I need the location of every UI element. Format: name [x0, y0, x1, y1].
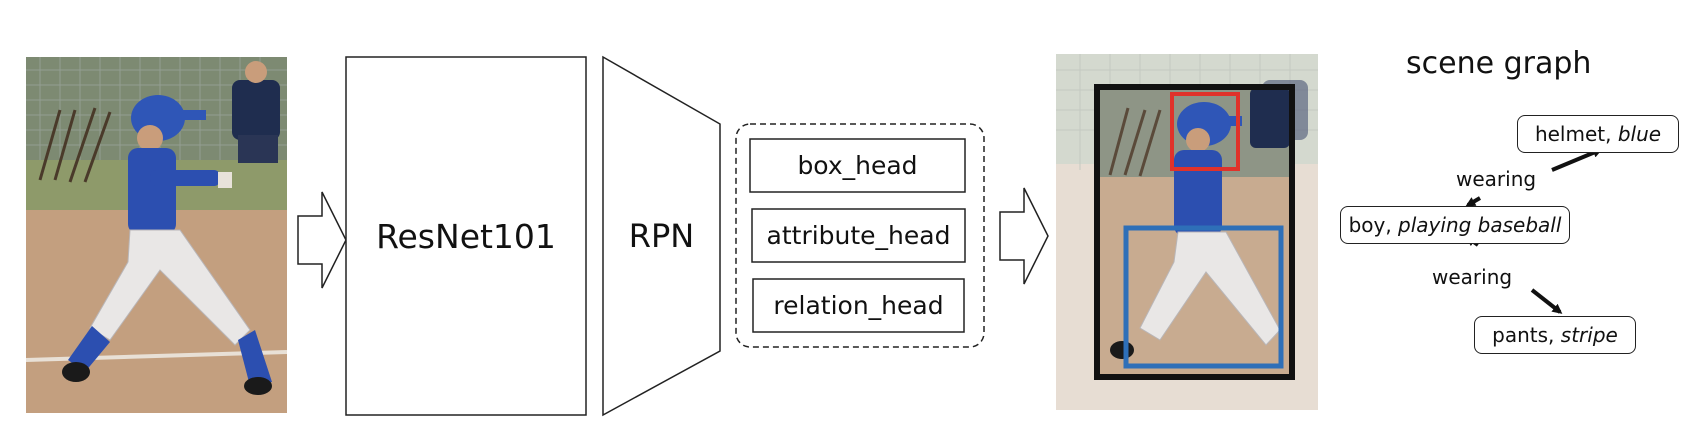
- attribute-head-label: attribute_head: [766, 221, 951, 250]
- person-bbox: [1094, 84, 1295, 380]
- rpn-trapezoid: [602, 55, 721, 417]
- node-pants-name: pants,: [1492, 323, 1555, 347]
- relation-head-rect: [752, 278, 965, 333]
- scene-graph-title: scene graph: [1406, 46, 1592, 81]
- box-head-rect: [749, 138, 966, 193]
- edge-arrow-bottom-2: [1530, 288, 1563, 314]
- box-head-label: box_head: [797, 151, 918, 180]
- helmet-bbox: [1170, 92, 1240, 171]
- node-helmet-name: helmet,: [1534, 122, 1612, 146]
- edge-label-bottom: wearing: [1432, 265, 1513, 289]
- input-photo: [26, 57, 287, 413]
- node-helmet: helmet, blue: [1517, 115, 1679, 153]
- rpn-label: RPN: [628, 217, 695, 255]
- resnet101-label: ResNet101: [376, 216, 556, 256]
- edge-label-top: wearing: [1456, 167, 1537, 191]
- hollow-arrow-2: [999, 187, 1049, 285]
- relation-head-label: relation_head: [773, 291, 944, 320]
- node-pants: pants, stripe: [1474, 316, 1636, 354]
- node-boy-name: boy,: [1348, 213, 1392, 237]
- node-helmet-attribute: blue: [1617, 122, 1662, 146]
- edge-arrow-top-1: [1551, 148, 1603, 172]
- node-boy: boy, playing baseball: [1340, 206, 1570, 244]
- hollow-arrow-1: [297, 191, 347, 289]
- node-pants-attribute: stripe: [1560, 323, 1618, 347]
- node-boy-attribute: playing baseball: [1398, 213, 1562, 237]
- edge-arrow-top-2: [1465, 196, 1482, 207]
- pants-bbox: [1123, 225, 1284, 369]
- attribute-head-rect: [751, 208, 966, 263]
- resnet101-box: [345, 56, 587, 416]
